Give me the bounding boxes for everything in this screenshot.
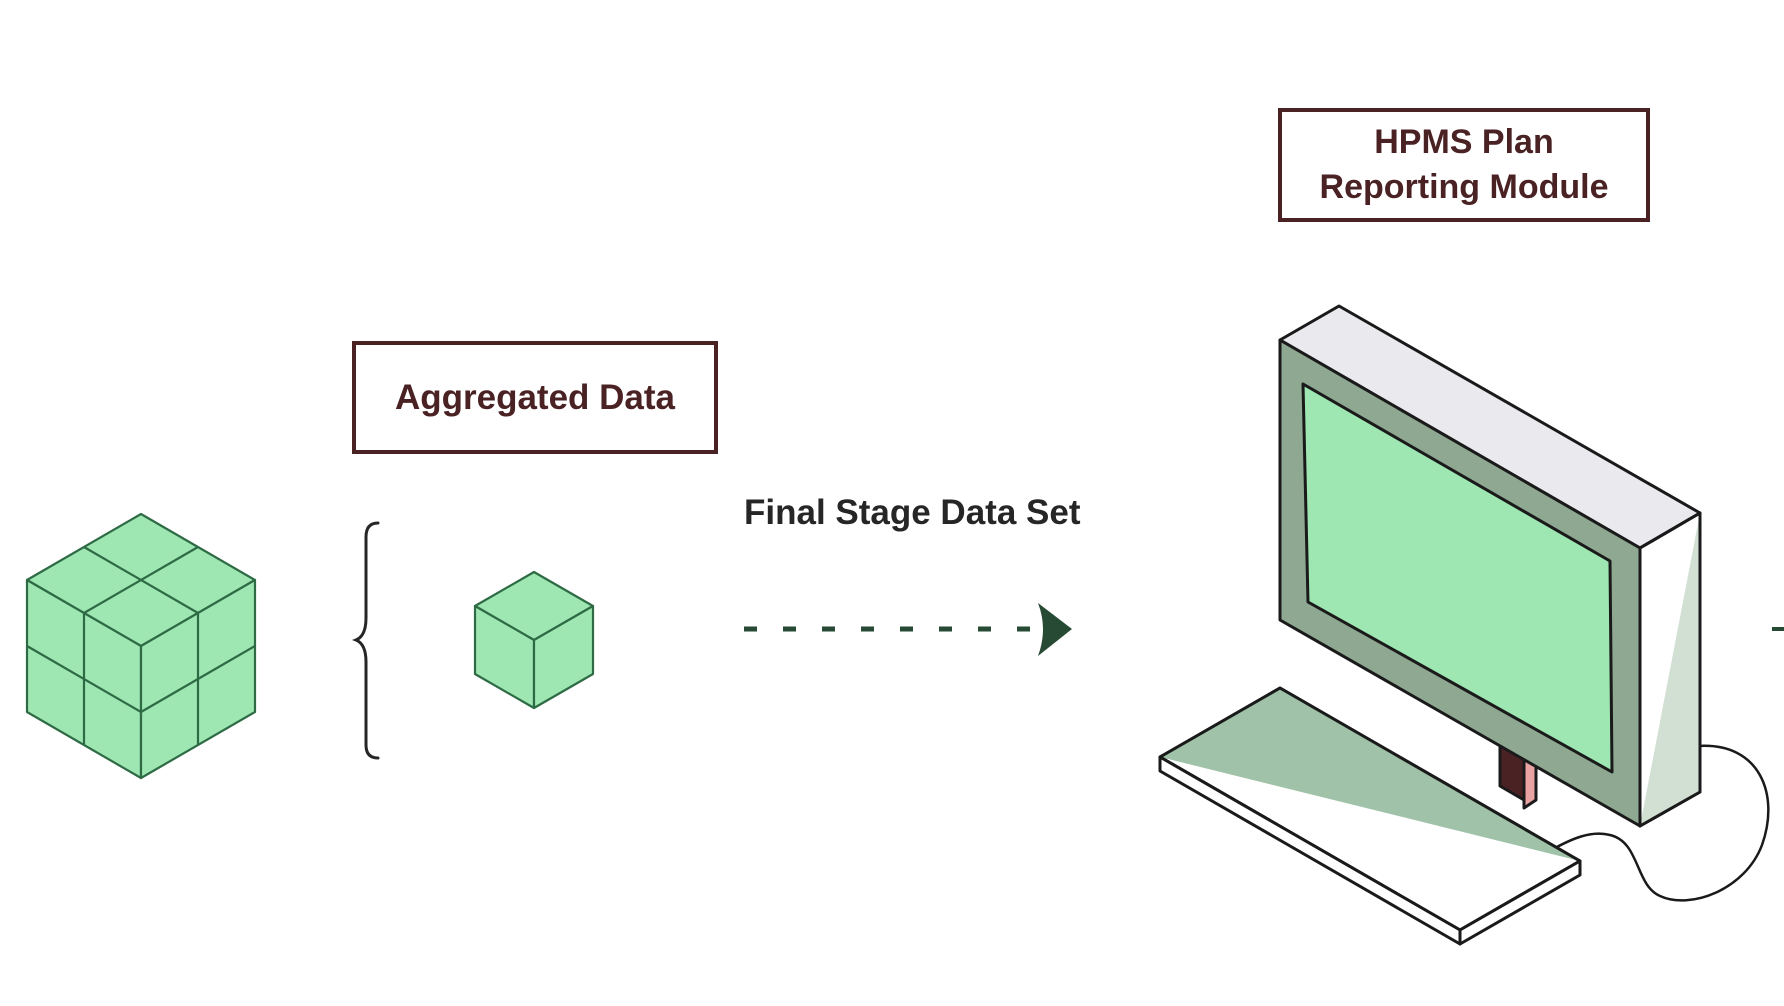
final-stage-label: Final Stage Data Set: [744, 493, 1081, 532]
cube-grid-icon: [25, 512, 257, 780]
aggregated-data-label: Aggregated Data: [394, 377, 676, 417]
aggregated-data-box: Aggregated Data: [352, 341, 718, 454]
hpms-module-box: HPMS Plan Reporting Module: [1278, 108, 1650, 222]
desktop-computer-icon: [1158, 304, 1784, 946]
cube-icon: [473, 570, 595, 710]
hpms-label-line2: Reporting Module: [1319, 168, 1609, 206]
curly-brace-icon: [351, 521, 380, 760]
dashed-arrow-icon: [744, 603, 1072, 656]
hpms-label-line1: HPMS Plan: [1374, 123, 1554, 161]
